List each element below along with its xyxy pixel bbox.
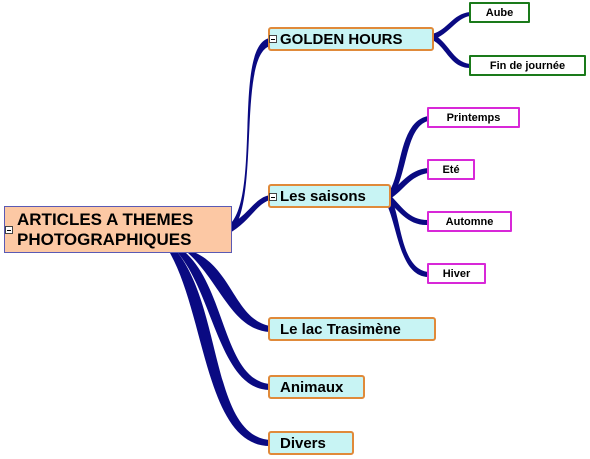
- saisons-collapse-icon[interactable]: [269, 193, 277, 201]
- connector-root-saisons: [228, 195, 270, 234]
- topic-les-saisons-label: Les saisons: [280, 187, 366, 205]
- leaf-automne-label: Automne: [445, 215, 494, 228]
- connector-root-divers: [170, 253, 270, 446]
- leaf-printemps-label: Printemps: [446, 111, 501, 124]
- topic-golden-hours[interactable]: GOLDEN HOURS: [268, 27, 434, 51]
- connector-saisons-printemps: [388, 116, 428, 199]
- root-topic-line1: ARTICLES A THEMES: [17, 209, 194, 229]
- leaf-fin-de-journee[interactable]: Fin de journée: [469, 55, 586, 76]
- root-topic-text: ARTICLES A THEMES PHOTOGRAPHIQUES: [17, 210, 193, 250]
- connector-saisons-ete: [388, 168, 428, 199]
- leaf-hiver[interactable]: Hiver: [427, 263, 486, 284]
- connector-root-trasimene: [188, 253, 270, 332]
- leaf-ete[interactable]: Eté: [427, 159, 475, 180]
- topic-golden-hours-label: GOLDEN HOURS: [280, 30, 403, 48]
- topic-divers[interactable]: Divers: [268, 431, 354, 455]
- topic-divers-label: Divers: [280, 434, 326, 452]
- connector-golden-aube: [432, 12, 470, 40]
- connector-golden-fin: [432, 34, 470, 68]
- leaf-aube-label: Aube: [485, 6, 514, 19]
- root-topic[interactable]: ARTICLES A THEMES PHOTOGRAPHIQUES: [4, 206, 232, 253]
- topic-animaux-label: Animaux: [280, 378, 344, 396]
- leaf-automne[interactable]: Automne: [427, 211, 512, 232]
- root-collapse-icon[interactable]: [5, 226, 13, 234]
- leaf-aube[interactable]: Aube: [469, 2, 530, 23]
- topic-les-saisons[interactable]: Les saisons: [268, 184, 391, 208]
- connector-saisons-hiver: [384, 193, 428, 277]
- topic-le-lac-trasimene-label: Le lac Trasimène: [280, 320, 401, 338]
- connector-root-animaux: [178, 253, 270, 390]
- connector-root-golden-hours: [228, 38, 270, 234]
- topic-le-lac-trasimene[interactable]: Le lac Trasimène: [268, 317, 436, 341]
- leaf-printemps[interactable]: Printemps: [427, 107, 520, 128]
- root-topic-line2: PHOTOGRAPHIQUES: [17, 229, 192, 249]
- leaf-ete-label: Eté: [442, 163, 460, 176]
- golden-hours-collapse-icon[interactable]: [269, 35, 277, 43]
- leaf-fin-de-journee-label: Fin de journée: [489, 59, 566, 72]
- topic-animaux[interactable]: Animaux: [268, 375, 365, 399]
- leaf-hiver-label: Hiver: [442, 267, 471, 280]
